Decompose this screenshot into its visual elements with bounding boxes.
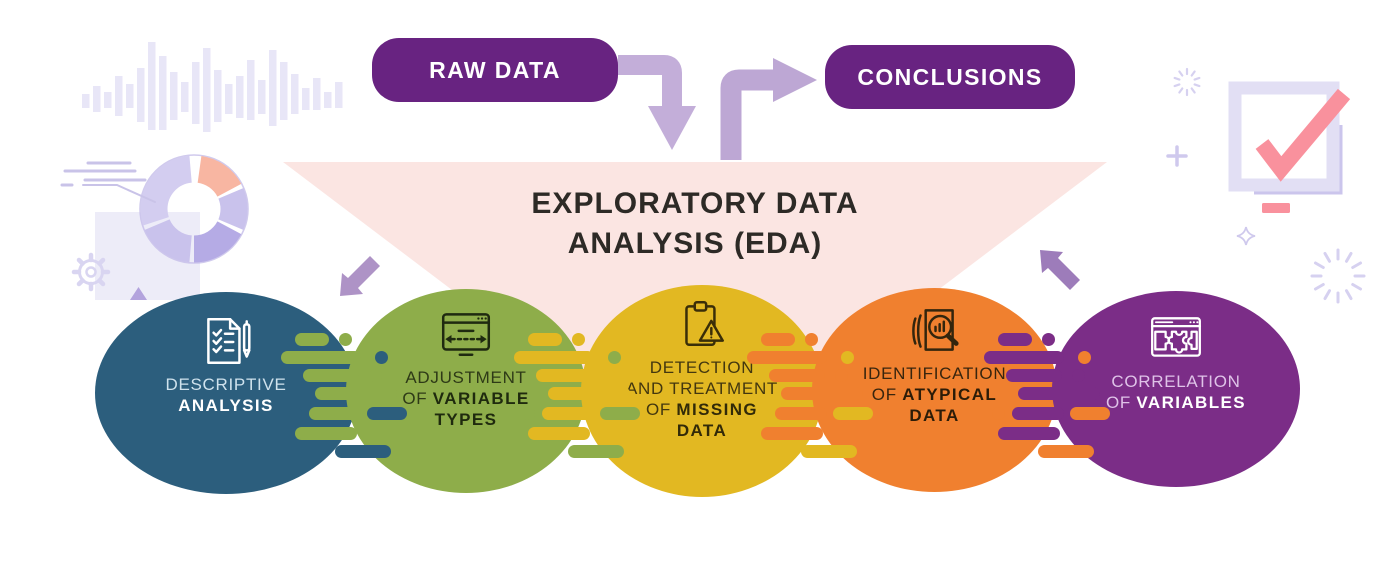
left-decorations: [60, 42, 343, 300]
flow-arrow-right-icon: [720, 58, 817, 160]
clipboard-warning-icon: [685, 301, 724, 346]
window-resize-arrows-icon: [441, 313, 491, 356]
funnel-title: EXPLORATORY DATA ANALYSIS (EDA): [531, 184, 858, 264]
checkbox-checkmark-decoration: [1228, 81, 1351, 213]
plus-icon: [1166, 145, 1188, 167]
window-puzzle-icon: [1151, 317, 1201, 357]
speed-lines-decoration: [60, 161, 156, 203]
gear-icon: [71, 252, 111, 292]
raw-data-label: RAW DATA: [429, 56, 561, 83]
conclusions-badge: CONCLUSIONS: [825, 45, 1075, 109]
raw-data-badge: RAW DATA: [372, 38, 618, 102]
starburst-large-icon: [1310, 248, 1366, 304]
checklist-document-pen-icon: [207, 318, 251, 364]
documents-magnifier-chart-icon: [911, 309, 959, 351]
sparkle-icon: [1236, 226, 1256, 246]
pink-dash-decoration: [1262, 203, 1290, 213]
donut-chart-decoration: [139, 154, 249, 264]
funnel-arrow-right-icon: [1040, 250, 1080, 290]
funnel-title-line2: ANALYSIS (EDA): [567, 227, 823, 260]
bar-chart-decoration: [82, 42, 343, 132]
right-decorations: [1166, 67, 1366, 304]
starburst-small-icon: [1173, 67, 1201, 97]
funnel-title-line1: EXPLORATORY DATA: [531, 187, 859, 220]
conclusions-label: CONCLUSIONS: [857, 63, 1043, 90]
triangle-decoration: [130, 287, 147, 300]
flow-arrow-down-icon: [618, 55, 696, 150]
